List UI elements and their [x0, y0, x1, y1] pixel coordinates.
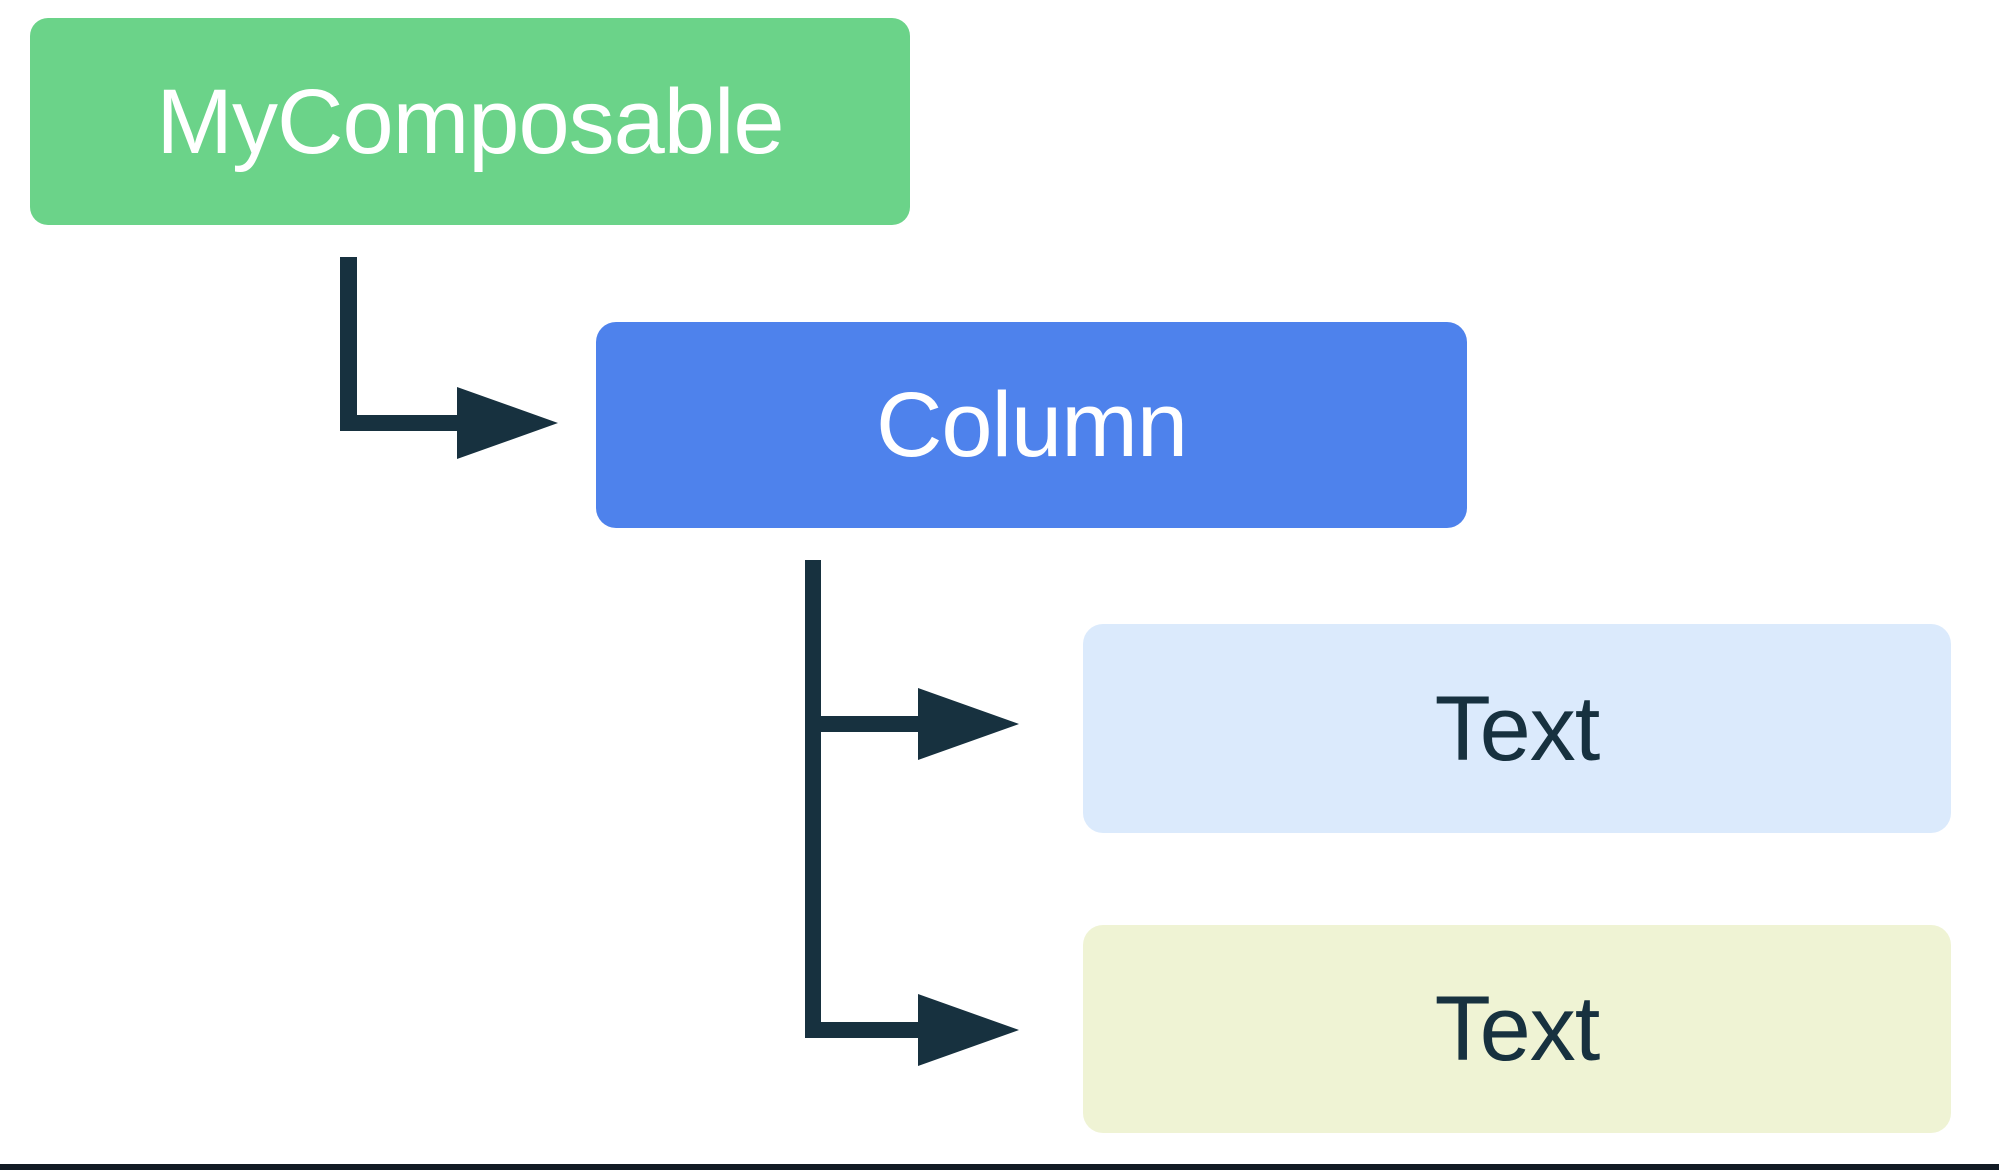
edge-vertical-line — [340, 257, 357, 431]
node-column: Column — [596, 322, 1467, 528]
arrowhead-icon — [918, 688, 1019, 760]
bottom-divider — [0, 1164, 1999, 1170]
node-mycomposable: MyComposable — [30, 18, 910, 225]
node-text-second: Text — [1083, 925, 1951, 1133]
node-column-label: Column — [875, 374, 1188, 476]
arrowhead-icon — [457, 387, 558, 459]
edge-horizontal-line — [805, 1022, 920, 1038]
node-text-first-label: Text — [1434, 677, 1601, 780]
edge-horizontal-line — [340, 415, 458, 431]
node-text-first: Text — [1083, 624, 1951, 833]
edge-horizontal-line — [805, 716, 920, 732]
node-text-second-label: Text — [1434, 978, 1601, 1080]
arrowhead-icon — [918, 994, 1019, 1066]
node-mycomposable-label: MyComposable — [156, 70, 784, 173]
edge-vertical-line — [805, 560, 821, 1038]
